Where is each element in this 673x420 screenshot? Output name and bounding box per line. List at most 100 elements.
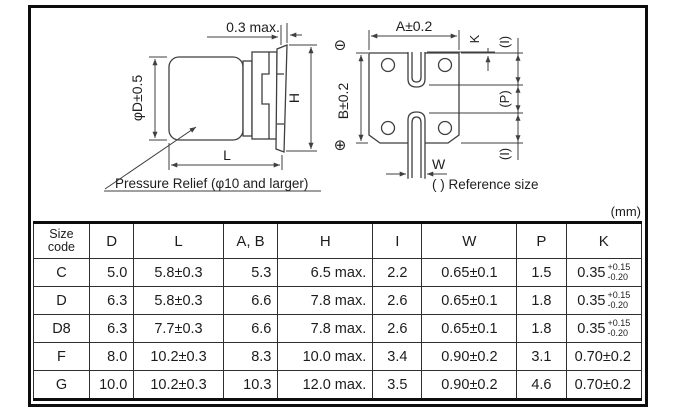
cell-code: F <box>33 342 90 371</box>
ref-p-label: (P) <box>497 90 512 107</box>
cell-ab: 6.6 <box>222 286 279 315</box>
plate-hole <box>380 57 396 73</box>
ref-i-top-label: (I) <box>497 36 512 48</box>
cell-ab: 6.6 <box>222 314 279 343</box>
pressure-relief-label: Pressure Relief (φ10 and larger) <box>115 176 308 191</box>
cell-d: 8.0 <box>88 342 135 371</box>
cell-ab: 8.3 <box>222 342 279 371</box>
table-row: G 10.0 10.2±0.3 10.3 12.0 max. 3.5 0.90±… <box>33 370 643 400</box>
cell-d: 6.3 <box>88 314 135 343</box>
terminal-top-inner <box>411 52 422 83</box>
dim-diameter: φD±0.5 <box>129 56 167 141</box>
unit-note: (mm) <box>610 204 641 219</box>
cell-p: 1.8 <box>516 286 567 315</box>
cell-w: 0.65±0.1 <box>421 314 518 343</box>
cell-code: D8 <box>33 314 90 343</box>
cell-k: 0.35+0.15-0.20 <box>565 314 643 343</box>
cell-l: 10.2±0.3 <box>133 370 224 400</box>
seat-plate-step <box>261 52 270 139</box>
col-header-i: I <box>372 222 423 259</box>
dim-top-clearance: 0.3 max. <box>207 19 302 45</box>
cell-d: 10.0 <box>88 370 135 400</box>
cell-i: 3.4 <box>372 342 423 371</box>
cell-code: D <box>33 286 90 315</box>
col-header-h: H <box>277 222 374 259</box>
table-row: C 5.0 5.8±0.3 5.3 6.5 max. 2.2 0.65±0.1 … <box>33 258 643 287</box>
terminal-bottom <box>407 111 426 178</box>
cell-k: 0.35+0.15-0.20 <box>565 258 643 287</box>
dim-height: H <box>286 44 317 152</box>
header-row: Size code D L A, B H I W P K <box>33 222 643 259</box>
cell-h: 6.5 max. <box>277 258 374 287</box>
dim-b: B±0.2 <box>335 52 368 144</box>
dim-length: L <box>168 143 283 170</box>
terminal-plate <box>275 44 288 153</box>
cell-p: 1.8 <box>516 314 567 343</box>
col-header-l: L <box>133 222 224 259</box>
cell-p: 1.5 <box>516 258 567 287</box>
dim-height-label: H <box>286 93 302 103</box>
side-view: 0.3 max. φD±0.5 H L <box>104 19 321 192</box>
dim-k-label: K <box>467 34 482 43</box>
plate-hole <box>380 120 396 136</box>
drawing-frame: 0.3 max. φD±0.5 H L <box>28 5 648 407</box>
dim-k: K <box>427 34 523 71</box>
cell-ab: 5.3 <box>222 258 279 287</box>
cell-k: 0.70±0.2 <box>565 342 643 371</box>
plate-hole <box>437 57 453 73</box>
capacitor-body <box>168 56 244 141</box>
col-header-size-code: Size code <box>33 222 90 259</box>
dim-b-label: B±0.2 <box>335 83 351 120</box>
cell-l: 7.7±0.3 <box>133 314 224 343</box>
cell-i: 2.6 <box>372 314 423 343</box>
cell-p: 4.6 <box>516 370 567 400</box>
terminal-bottom-inner <box>411 116 422 178</box>
cell-h: 7.8 max. <box>277 314 374 343</box>
terminal-plate-tabs <box>277 73 284 125</box>
cell-i: 3.5 <box>372 370 423 400</box>
cell-w: 0.90±0.2 <box>421 370 518 400</box>
bottom-view: ⊖ ⊕ A±0.2 B±0.2 K <box>334 18 539 192</box>
cell-h: 12.0 max. <box>277 370 374 400</box>
cell-w: 0.65±0.1 <box>421 286 518 315</box>
table-row: D 6.3 5.8±0.3 6.6 7.8 max. 2.6 0.65±0.1 … <box>33 286 643 315</box>
col-header-k: K <box>565 222 643 259</box>
cell-h: 7.8 max. <box>277 286 374 315</box>
dim-top-clearance-label: 0.3 max. <box>226 19 280 35</box>
dim-a-label: A±0.2 <box>396 18 433 34</box>
cell-l: 5.8±0.3 <box>133 286 224 315</box>
cell-d: 6.3 <box>88 286 135 315</box>
dim-w-label: W <box>432 156 446 172</box>
cell-p: 3.1 <box>516 342 567 371</box>
cell-k: 0.70±0.2 <box>565 370 643 400</box>
cell-d: 5.0 <box>88 258 135 287</box>
dimension-table: Size code D L A, B H I W P K C 5.0 5.8±0… <box>33 221 643 401</box>
pressure-relief-callout: Pressure Relief (φ10 and larger) <box>104 126 321 192</box>
cell-ab: 10.3 <box>222 370 279 400</box>
cell-w: 0.90±0.2 <box>421 342 518 371</box>
table-row: F 8.0 10.2±0.3 8.3 10.0 max. 3.4 0.90±0.… <box>33 342 643 371</box>
cell-code: G <box>33 370 90 400</box>
dim-diameter-label: φD±0.5 <box>129 75 145 122</box>
col-header-p: P <box>516 222 567 259</box>
capacitor-dimension-drawing: 0.3 max. φD±0.5 H L <box>104 18 539 192</box>
cell-i: 2.6 <box>372 286 423 315</box>
dim-length-label: L <box>223 147 231 163</box>
dim-a: A±0.2 <box>368 18 460 50</box>
cell-k: 0.35+0.15-0.20 <box>565 286 643 315</box>
col-header-ab: A, B <box>222 222 279 259</box>
cell-w: 0.65±0.1 <box>421 258 518 287</box>
table-row: D8 6.3 7.7±0.3 6.6 7.8 max. 2.6 0.65±0.1… <box>33 314 643 343</box>
cell-l: 10.2±0.3 <box>133 342 224 371</box>
col-header-w: W <box>421 222 518 259</box>
polarity-plus-icon: ⊕ <box>334 136 347 154</box>
reference-size-note: ( ) Reference size <box>432 177 539 192</box>
cell-l: 5.8±0.3 <box>133 258 224 287</box>
seat-plate-bottom <box>368 52 460 144</box>
polarity-minus-icon: ⊖ <box>334 36 347 54</box>
col-header-d: D <box>88 222 135 259</box>
cell-code: C <box>33 258 90 287</box>
plate-hole <box>437 120 453 136</box>
dim-i-p-i: (I) (P) (I) <box>429 36 523 160</box>
